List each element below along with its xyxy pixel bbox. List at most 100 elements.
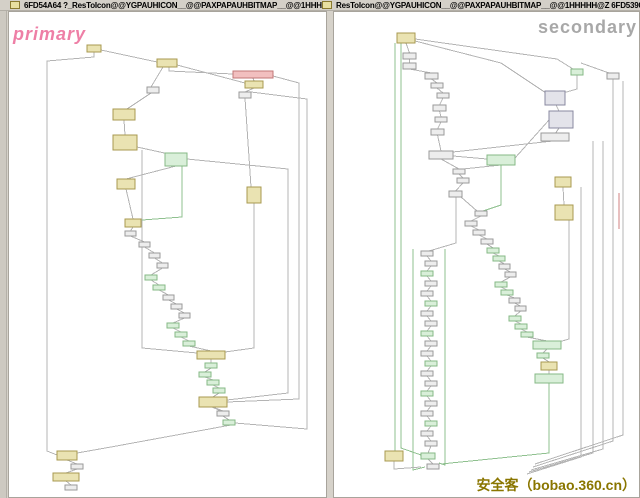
graph-node[interactable]: [424, 340, 438, 347]
graph-node[interactable]: [480, 238, 494, 245]
graph-node[interactable]: [540, 132, 570, 142]
graph-node[interactable]: [222, 419, 236, 426]
graph-node[interactable]: [420, 430, 434, 437]
graph-node[interactable]: [424, 400, 438, 407]
graph-node[interactable]: [494, 281, 508, 288]
graph-node[interactable]: [424, 300, 438, 307]
graph-node[interactable]: [178, 312, 191, 319]
graph-node[interactable]: [182, 340, 196, 347]
graph-node[interactable]: [434, 116, 448, 123]
graph-node[interactable]: [420, 290, 434, 297]
graph-node[interactable]: [520, 331, 534, 338]
graph-node[interactable]: [424, 280, 438, 287]
graph-node[interactable]: [420, 390, 434, 397]
graph-node[interactable]: [424, 380, 438, 387]
graph-node[interactable]: [420, 310, 434, 317]
graph-node[interactable]: [170, 303, 183, 310]
graph-node[interactable]: [244, 80, 264, 89]
graph-node[interactable]: [124, 218, 142, 228]
graph-node[interactable]: [606, 72, 620, 80]
graph-node[interactable]: [198, 371, 212, 378]
graph-node[interactable]: [428, 150, 454, 160]
graph-node[interactable]: [508, 297, 521, 304]
graph-node[interactable]: [464, 220, 478, 227]
graph-node[interactable]: [508, 315, 522, 322]
graph-node[interactable]: [198, 396, 228, 408]
graph-node[interactable]: [492, 255, 506, 262]
graph-node[interactable]: [420, 330, 434, 337]
graph-node[interactable]: [504, 271, 517, 278]
graph-node[interactable]: [56, 450, 78, 461]
graph-node[interactable]: [116, 178, 136, 190]
graph-node[interactable]: [420, 350, 434, 357]
graph-node[interactable]: [474, 210, 488, 217]
graph-node[interactable]: [384, 450, 404, 462]
graph-node[interactable]: [420, 410, 434, 417]
graph-node[interactable]: [424, 440, 438, 447]
graph-node[interactable]: [246, 186, 262, 204]
graph-node[interactable]: [420, 250, 434, 257]
graph-node[interactable]: [420, 452, 436, 460]
graph-node[interactable]: [430, 82, 444, 89]
graph-node[interactable]: [536, 352, 550, 359]
graph-node[interactable]: [514, 323, 528, 330]
graph-node[interactable]: [64, 484, 78, 491]
graph-node[interactable]: [112, 108, 136, 121]
graph-node[interactable]: [146, 86, 160, 94]
graph-node[interactable]: [402, 62, 417, 70]
graph-node[interactable]: [124, 230, 137, 237]
graph-node[interactable]: [212, 387, 226, 394]
secondary-flowgraph[interactable]: [334, 12, 640, 498]
graph-node[interactable]: [148, 252, 161, 259]
graph-node[interactable]: [112, 134, 138, 151]
graph-node[interactable]: [206, 379, 220, 386]
graph-node[interactable]: [156, 262, 169, 269]
graph-node[interactable]: [204, 362, 218, 369]
graph-node[interactable]: [402, 52, 417, 60]
graph-node[interactable]: [486, 154, 516, 166]
graph-node[interactable]: [164, 152, 188, 167]
secondary-graph-panel[interactable]: secondary: [333, 11, 640, 498]
graph-node[interactable]: [166, 322, 180, 329]
graph-node[interactable]: [426, 463, 440, 470]
graph-node[interactable]: [498, 263, 511, 270]
graph-node[interactable]: [570, 68, 584, 76]
graph-node[interactable]: [424, 320, 438, 327]
graph-node[interactable]: [452, 168, 466, 175]
graph-node[interactable]: [554, 176, 572, 188]
graph-node[interactable]: [486, 247, 500, 254]
graph-node[interactable]: [86, 44, 102, 53]
graph-node[interactable]: [156, 58, 178, 68]
graph-node[interactable]: [70, 463, 84, 470]
graph-node[interactable]: [500, 289, 514, 296]
graph-node[interactable]: [472, 229, 486, 236]
graph-node[interactable]: [216, 410, 230, 417]
graph-node[interactable]: [554, 204, 574, 221]
graph-node[interactable]: [448, 190, 463, 198]
graph-node[interactable]: [514, 305, 527, 312]
graph-node[interactable]: [138, 241, 151, 248]
graph-node[interactable]: [456, 177, 470, 184]
graph-node[interactable]: [144, 274, 158, 281]
graph-node[interactable]: [424, 260, 438, 267]
graph-node[interactable]: [162, 294, 175, 301]
graph-node[interactable]: [540, 361, 558, 371]
graph-node[interactable]: [420, 370, 434, 377]
graph-node[interactable]: [424, 360, 438, 367]
graph-node[interactable]: [436, 92, 450, 99]
graph-node[interactable]: [544, 90, 566, 106]
left-scrollbar-track[interactable]: [0, 11, 7, 498]
graph-node[interactable]: [534, 373, 564, 384]
graph-node[interactable]: [424, 420, 438, 427]
graph-node[interactable]: [430, 128, 445, 136]
primary-flowgraph[interactable]: [9, 12, 328, 498]
graph-node[interactable]: [232, 70, 274, 79]
graph-node[interactable]: [420, 270, 434, 277]
graph-node[interactable]: [396, 32, 416, 44]
graph-node[interactable]: [152, 284, 166, 291]
graph-node[interactable]: [532, 340, 562, 350]
graph-node[interactable]: [432, 104, 447, 112]
graph-node[interactable]: [548, 110, 574, 129]
graph-node[interactable]: [424, 72, 439, 80]
primary-graph-panel[interactable]: primary: [8, 11, 327, 498]
